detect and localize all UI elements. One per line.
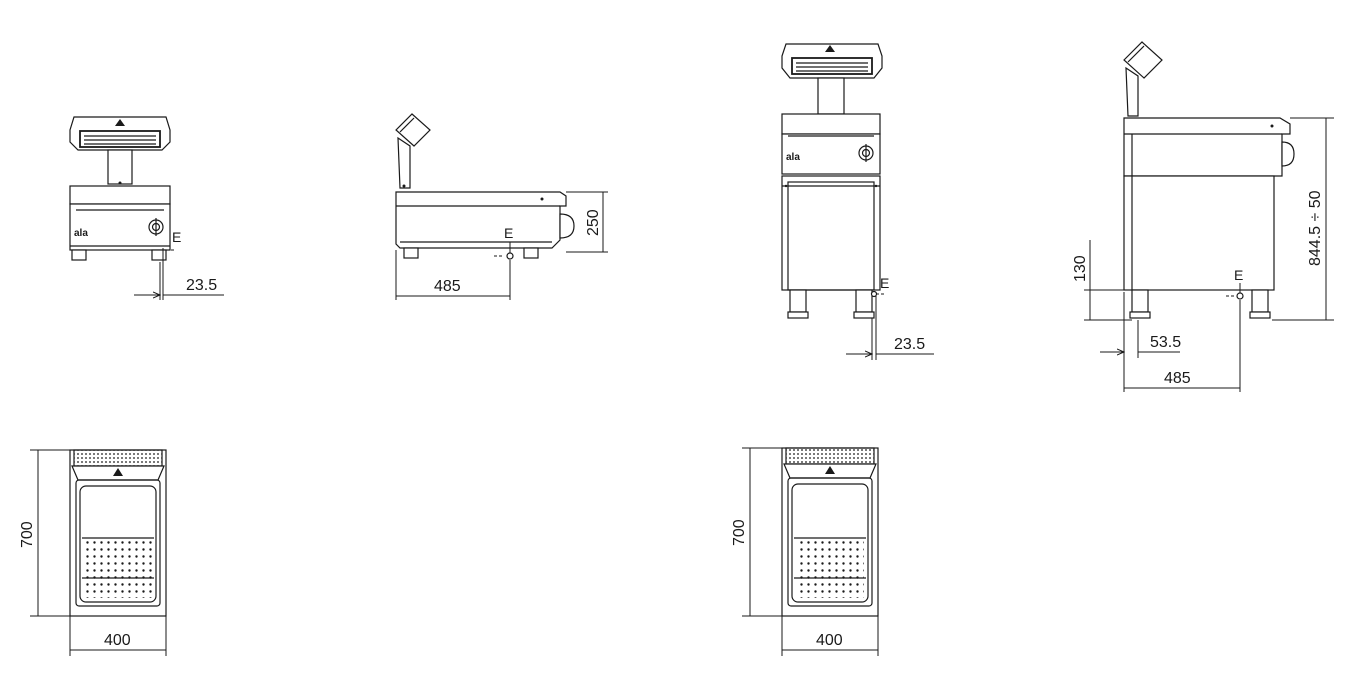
view-floor-unit-side: E 844.5 ÷ 50 130 53.5 485 [1072, 41, 1334, 392]
e-label: E [880, 275, 889, 291]
view-floor-unit-plan: 700 400 [731, 447, 879, 656]
view-top-unit-plan: 700 400 [19, 449, 167, 656]
dimension-depth: 485 [1164, 370, 1191, 387]
warning-triangle-icon [113, 468, 123, 476]
dimension-depth: 700 [19, 521, 36, 548]
dimension-depth: 485 [434, 278, 461, 295]
brand-logo: ala [786, 152, 800, 163]
dimension-offset: 23.5 [894, 336, 925, 353]
dimension-leg-height: 130 [1072, 255, 1089, 282]
view-top-unit-side: E 250 485 [395, 113, 608, 300]
brand-logo: ala [74, 228, 88, 239]
view-floor-unit-front: ala E 23.5 [781, 43, 934, 360]
dimension-height: 250 [585, 209, 602, 236]
e-label: E [172, 229, 181, 245]
dimension-width: 400 [104, 632, 131, 649]
dimension-width: 400 [816, 632, 843, 649]
dimension-offset: 53.5 [1150, 334, 1181, 351]
e-label: E [504, 225, 513, 241]
dimension-offset: 23.5 [186, 277, 217, 294]
dimension-depth: 700 [731, 519, 748, 546]
dimension-height: 844.5 ÷ 50 [1307, 190, 1324, 266]
warning-triangle-icon [825, 45, 835, 52]
warning-triangle-icon [825, 466, 835, 474]
warning-triangle-icon [115, 119, 125, 126]
view-top-unit-front: ala E 23.5 [69, 116, 224, 300]
e-label: E [1234, 267, 1243, 283]
